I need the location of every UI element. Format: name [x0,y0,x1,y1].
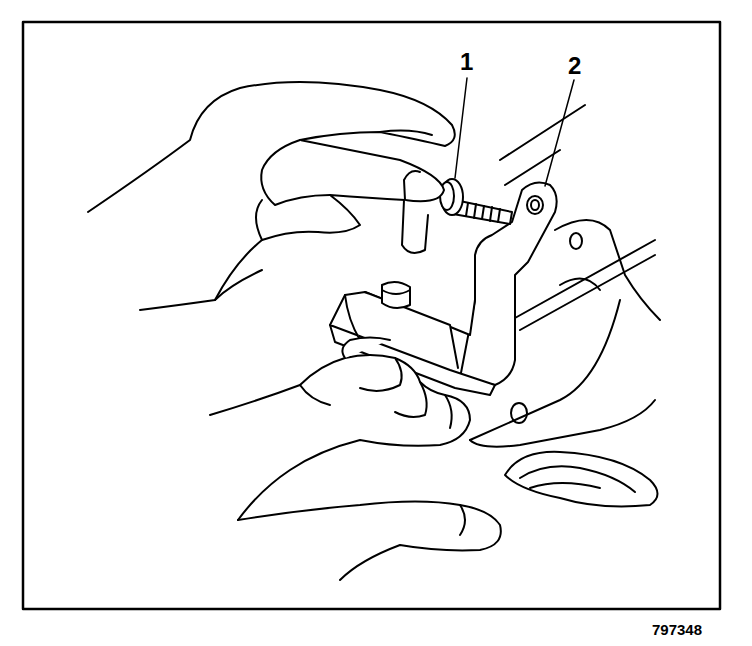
leader-line [545,80,574,186]
nut [382,282,410,308]
callout-number: 2 [568,54,581,78]
leader-lines [455,78,574,186]
leader-line [455,78,467,178]
lower-part [505,452,658,507]
lower-hands [210,338,501,581]
bolt [440,179,512,224]
figure-number: 797348 [652,622,702,637]
upper-hand [88,82,455,310]
frame [23,22,720,609]
callout-number: 1 [460,50,473,74]
